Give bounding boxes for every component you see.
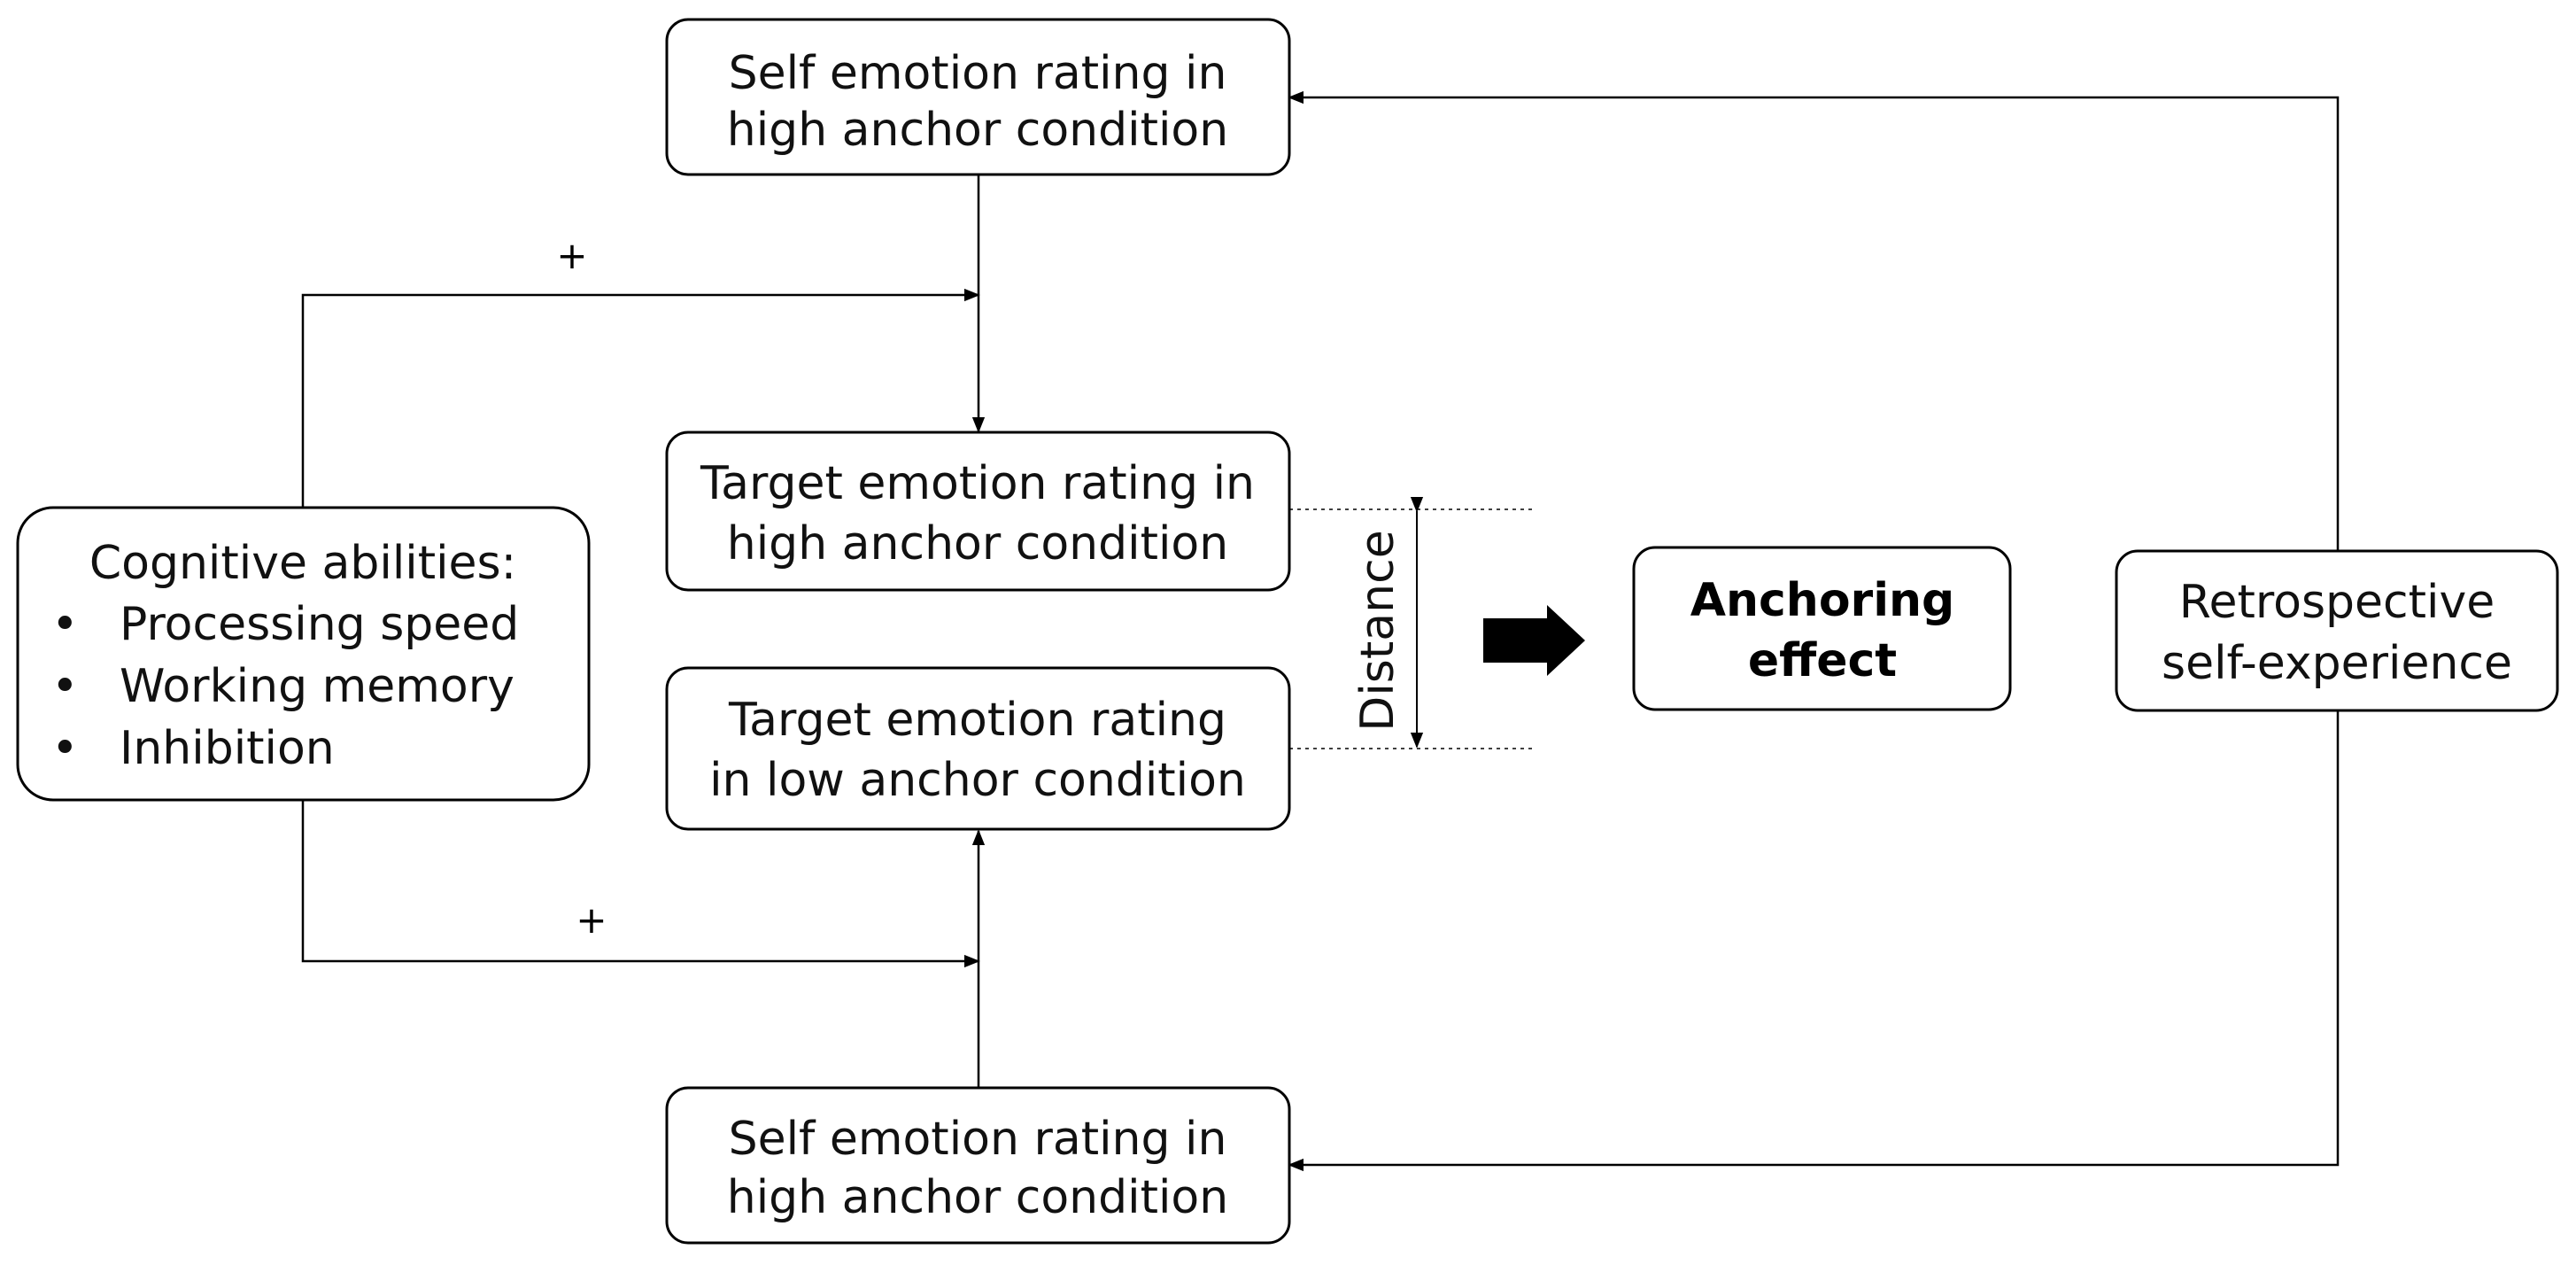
- cognitive-abilities-title: Cognitive abilities:: [89, 537, 516, 590]
- self-rating-high-top-line1: Self emotion rating in: [729, 47, 1227, 100]
- self-rating-high-top-line2: high anchor condition: [727, 104, 1228, 157]
- arrow-cognitive-to-bottom-path: [301, 800, 980, 968]
- target-rating-high-box: Target emotion rating in high anchor con…: [665, 431, 1291, 592]
- item-working-memory: Working memory: [120, 660, 514, 713]
- self-rating-high-bottom-box: Self emotion rating in high anchor condi…: [665, 1086, 1291, 1245]
- arrow-retrospective-to-self-top: [1288, 90, 2340, 551]
- cognitive-abilities-box: Cognitive abilities: • Processing speed …: [16, 506, 591, 802]
- anchoring-effect-line2: effect: [1748, 634, 1897, 687]
- plus-sign-top: +: [556, 234, 587, 277]
- target-rating-high-line2: high anchor condition: [727, 517, 1228, 570]
- item-processing-speed: Processing speed: [120, 598, 519, 651]
- anchoring-effect-box: Anchoring effect: [1632, 546, 2012, 711]
- plus-sign-bottom: +: [576, 898, 607, 942]
- retrospective-line1: Retrospective: [2179, 576, 2495, 629]
- target-rating-high-line1: Target emotion rating in: [700, 457, 1255, 510]
- bullet-inhibition: •: [51, 722, 79, 775]
- arrow-retrospective-to-self-bottom: [1288, 710, 2340, 1172]
- arrow-cognitive-to-top-path: [301, 288, 980, 507]
- bullet-working-memory: •: [51, 660, 79, 713]
- anchoring-effect-line1: Anchoring: [1690, 574, 1955, 627]
- target-rating-low-line1: Target emotion rating: [728, 694, 1226, 747]
- self-rating-high-top-box: Self emotion rating in high anchor condi…: [665, 18, 1291, 176]
- item-inhibition: Inhibition: [120, 722, 335, 775]
- target-rating-low-box: Target emotion rating in low anchor cond…: [665, 666, 1291, 831]
- retrospective-self-experience-box: Retrospective self-experience: [2115, 549, 2559, 712]
- bullet-processing-speed: •: [51, 598, 79, 651]
- self-rating-high-bottom-line2: high anchor condition: [727, 1171, 1228, 1224]
- distance-label: Distance: [1351, 530, 1404, 731]
- big-right-arrow: [1483, 605, 1585, 676]
- self-rating-high-bottom-line1: Self emotion rating in: [729, 1113, 1227, 1166]
- target-rating-low-line2: in low anchor condition: [709, 754, 1246, 807]
- retrospective-line2: self-experience: [2162, 637, 2512, 690]
